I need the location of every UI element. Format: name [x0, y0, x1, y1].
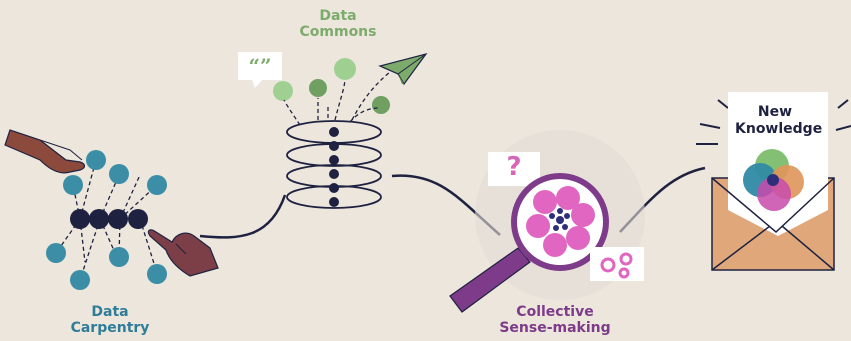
magnifying-glass-icon	[449, 173, 609, 313]
label-line: Collective	[516, 304, 594, 320]
data-commons-graphic	[238, 52, 428, 209]
label-line: Commons	[299, 24, 377, 40]
data-commons-label: Data Commons	[268, 8, 408, 40]
hand-icon	[4, 129, 86, 174]
speech-bubble-icon	[238, 52, 282, 88]
label-line: Data	[91, 304, 129, 320]
connector-line	[199, 194, 287, 239]
label-line: Carpentry	[70, 320, 150, 336]
label-line: Data	[319, 8, 357, 24]
burst-lines	[696, 99, 851, 145]
paper-plane-icon	[378, 52, 428, 86]
data-carpentry-graphic	[4, 129, 219, 290]
envelope-icon	[711, 92, 835, 271]
venn-diagram-icon	[743, 149, 804, 211]
label-line: New	[757, 104, 793, 120]
new-knowledge-label: New Knowledge	[735, 104, 823, 138]
collective-sense-making-label: Collective Sense-making	[470, 304, 640, 336]
label-line: Knowledge	[735, 121, 823, 137]
new-knowledge-graphic	[696, 92, 851, 271]
quote-glyph: “”	[248, 54, 272, 78]
hand-icon	[147, 229, 219, 277]
question-glyph: ?	[506, 152, 522, 182]
label-line: Sense-making	[499, 320, 611, 336]
data-carpentry-label: Data Carpentry	[40, 304, 180, 336]
gears-icon	[590, 247, 644, 281]
sense-making-graphic	[449, 130, 645, 313]
